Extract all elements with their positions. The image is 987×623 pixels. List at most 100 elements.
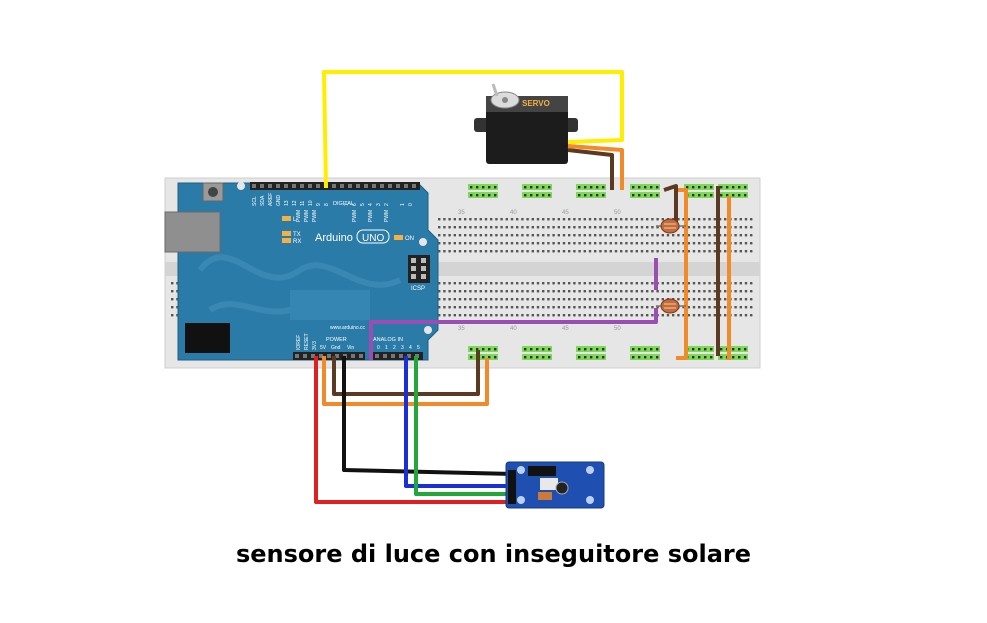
breadboard-hole [464, 306, 467, 309]
breadboard-hole [448, 282, 451, 285]
pin-label: 0 [377, 345, 380, 351]
rail-hole [530, 186, 533, 189]
breadboard-hole [604, 250, 607, 253]
breadboard-hole [552, 218, 555, 221]
breadboard-hole [490, 314, 493, 317]
rail-hole [744, 348, 747, 351]
analog-label: ANALOG IN [373, 337, 403, 343]
wire-purple-analog [369, 308, 658, 360]
breadboard-hole [531, 306, 534, 309]
breadboard-hole [458, 306, 462, 309]
rail-hole [596, 348, 599, 351]
header-pin [260, 184, 264, 188]
breadboard-hole [661, 242, 664, 245]
pin-label: 1 [400, 203, 406, 206]
breadboard-hole [536, 242, 540, 245]
rail-hole [590, 348, 593, 351]
breadboard-power-rails [468, 184, 748, 360]
sensor-pin-header [508, 470, 516, 504]
breadboard-hole [588, 218, 592, 221]
header-pin [372, 184, 376, 188]
breadboard-hole [568, 250, 571, 253]
breadboard-hole [562, 306, 566, 309]
breadboard-hole [536, 314, 540, 317]
breadboard-hole [640, 314, 644, 317]
breadboard-hole [547, 290, 550, 293]
breadboard-hole [640, 282, 644, 285]
breadboard-hole [458, 282, 462, 285]
breadboard-hole [547, 298, 550, 301]
breadboard-hole [458, 290, 462, 293]
rail-hole [524, 348, 527, 351]
breadboard-hole [594, 226, 597, 229]
breadboard-hole [661, 298, 664, 301]
breadboard-hole [500, 242, 503, 245]
breadboard-hole [516, 234, 519, 237]
breadboard-hole [458, 242, 462, 245]
breadboard-hole [438, 306, 441, 309]
breadboard-hole [724, 306, 727, 309]
wires [314, 70, 731, 504]
breadboard-hole [469, 218, 472, 221]
breadboard-hole [614, 242, 618, 245]
breadboard-hole [750, 306, 753, 309]
breadboard-hole [614, 226, 618, 229]
header-pin [295, 354, 299, 358]
breadboard-hole [469, 314, 472, 317]
breadboard-hole [713, 218, 716, 221]
breadboard-hole [500, 290, 503, 293]
breadboard-hole [443, 298, 446, 301]
breadboard-hole [625, 290, 628, 293]
breadboard-hole [661, 250, 664, 253]
breadboard-hole [469, 242, 472, 245]
pin-label: 8 [324, 203, 330, 206]
wire-orange-servo [567, 144, 624, 190]
breadboard-hole [469, 250, 472, 253]
breadboard-hole [672, 234, 675, 237]
breadboard-hole [542, 250, 545, 253]
breadboard-hole [594, 218, 597, 221]
breadboard-hole [666, 234, 670, 237]
header-pin [380, 184, 384, 188]
breadboard-hole [438, 298, 441, 301]
breadboard-hole [453, 226, 456, 229]
breadboard-hole [609, 218, 612, 221]
breadboard-hole [443, 290, 446, 293]
mount-hole [419, 238, 427, 246]
breadboard-hole [698, 314, 701, 317]
breadboard-hole [656, 234, 659, 237]
breadboard-hole [510, 250, 514, 253]
breadboard-hole [526, 234, 529, 237]
breadboard-hole [552, 298, 555, 301]
breadboard-hole [562, 234, 566, 237]
breadboard-hole [734, 298, 737, 301]
breadboard-hole [547, 226, 550, 229]
breadboard-hole [687, 242, 690, 245]
breadboard-hole [521, 306, 524, 309]
breadboard-hole [510, 218, 514, 221]
breadboard-hole [526, 290, 529, 293]
analog-header [373, 352, 423, 360]
breadboard-hole [542, 282, 545, 285]
pin-label: 5 [417, 345, 420, 351]
breadboard-hole [484, 234, 488, 237]
breadboard-hole [682, 290, 685, 293]
breadboard-hole [609, 298, 612, 301]
breadboard-hole [464, 290, 467, 293]
breadboard-hole [656, 250, 659, 253]
breadboard-hole [479, 226, 482, 229]
breadboard-hole [490, 226, 493, 229]
breadboard-hole [599, 218, 602, 221]
breadboard-hole [521, 250, 524, 253]
breadboard-hole [542, 314, 545, 317]
breadboard-hole [599, 234, 602, 237]
breadboard-hole [687, 290, 690, 293]
rail-hole [698, 356, 701, 359]
breadboard-hole [620, 226, 623, 229]
breadboard-hole [531, 282, 534, 285]
breadboard-hole [448, 306, 451, 309]
rail-hole [726, 194, 729, 197]
breadboard-hole [692, 282, 696, 285]
breadboard-hole [651, 250, 654, 253]
